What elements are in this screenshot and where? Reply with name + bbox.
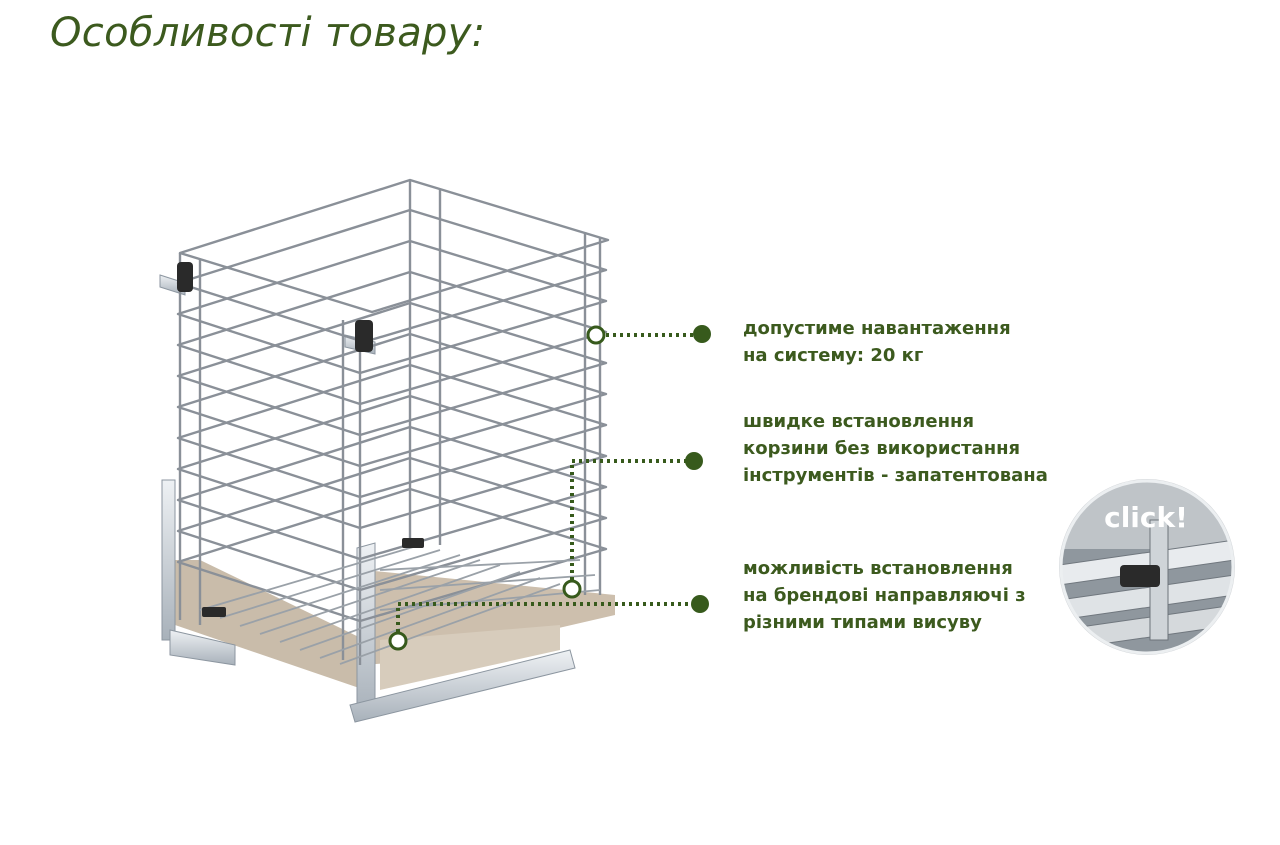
feature-line: корзини без використання [743,438,1021,459]
feature-line: на брендові направляючі з [743,585,1026,606]
wire-basket [176,178,610,665]
mount-clips [177,262,424,617]
feature-line: інструментів - запатентована [743,465,1048,486]
callout-install [562,452,703,599]
feature-line: швидке встановлення [743,411,975,432]
feature-quick-install: швидке встановлення корзини без використ… [743,408,1048,489]
feature-line: різними типами висуву [743,612,982,633]
feature-line: допустиме навантаження [743,318,1011,339]
feature-line: можливість встановлення [743,558,1013,579]
feature-load-capacity: допустиме навантаження на систему: 20 кг [743,315,1011,369]
click-detail-inset: click! [1059,479,1235,655]
callout-load [586,325,711,345]
runner-base [175,560,615,690]
feature-brand-runners: можливість встановлення на брендові напр… [743,555,1026,636]
page-title: Особливості товару: [50,10,486,56]
feature-line: на систему: 20 кг [743,345,924,366]
callout-runners [388,595,709,651]
click-label: click! [1104,501,1188,534]
